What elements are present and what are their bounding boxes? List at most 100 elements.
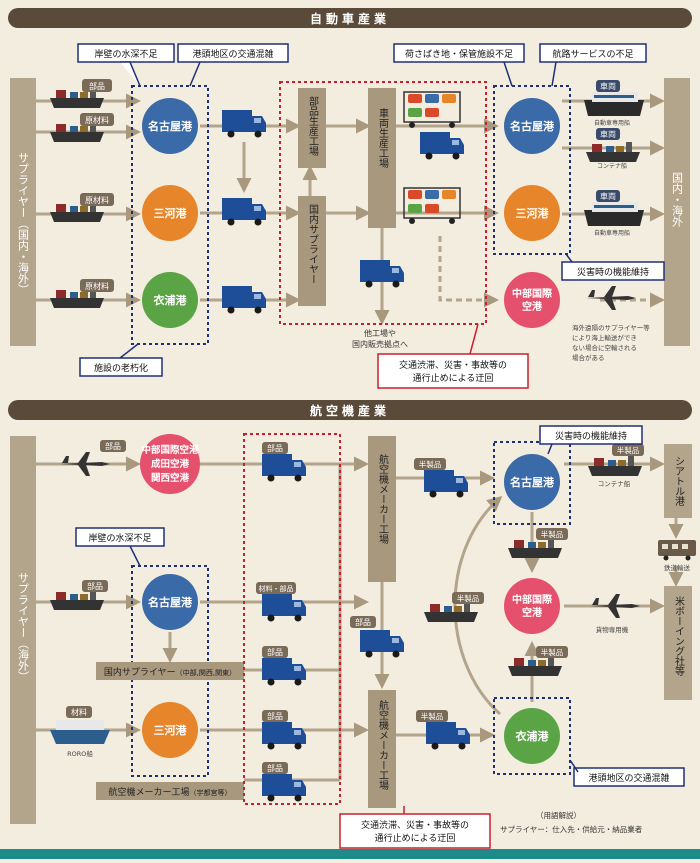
aero-half6-label: 半製品 [421, 711, 444, 721]
aero-supplier-label: サプライヤー（海外） [17, 572, 30, 682]
aero-container-ship: 半製品 コンテナ船 [588, 444, 644, 488]
aero-ship-half5: 半製品 [508, 646, 568, 676]
auto-plant-supplier-label: 国内サプライヤー [307, 204, 319, 284]
aero-maker-bottom-label: 航空機メーカー工場（宇都宮等） [108, 786, 231, 798]
aero-callout-detour-2: 通行止めによる迂回 [375, 832, 456, 844]
auto-port-nagoya: 名古屋港 [142, 98, 198, 154]
aero-plant-upper: 航空機メーカー工場 [368, 436, 396, 582]
auto-port-kinuura: 衣浦港 [142, 272, 198, 328]
auto-callout-disaster: 災害時の機能維持 [561, 253, 665, 281]
aero-port-nagoya: 名古屋港 [142, 574, 198, 630]
aero-rail-caption: 鉄道輸送 [664, 563, 691, 572]
aero-roro-tag: 材料 [71, 707, 87, 717]
auto-callout-depth: 岸壁の水深不足 [77, 43, 175, 87]
aero-half1-label: 半製品 [419, 459, 442, 469]
auto-plant-vehicle: 車両生産工場 [368, 88, 396, 228]
aero-airports-line3: 関西空港 [151, 472, 190, 484]
auto-right-ports-box [493, 85, 571, 255]
auto-air-note-1: 海外遠隔のサプライヤー等 [572, 323, 650, 332]
aero-airport: 中部国際 空港 [504, 578, 560, 634]
legend-title: （用語解説） [536, 810, 581, 820]
aero-port-nagoya-label: 名古屋港 [148, 595, 193, 609]
aero-callout-disaster-text: 災害時の機能維持 [555, 430, 627, 442]
aero-ship-half2: 半製品 [508, 528, 568, 558]
aero-half5-label: 半製品 [541, 647, 564, 657]
auto-cargo-parts-label: 部品 [89, 81, 105, 91]
auto-callout-detour: 交通渋滞、災害・事故等の 通行止めによる迂回 [377, 323, 529, 389]
aero-right-kinuura-label: 衣浦港 [516, 729, 550, 743]
aero-container-caption: コンテナ船 [598, 479, 631, 488]
auto-ship-raw2: 原材料 [50, 193, 114, 222]
auto-air-note-4: 場合がある [572, 353, 605, 362]
aero-callout-congestion: 港頭地区の交通混雑 [569, 759, 685, 787]
auto-callout-yard-text: 荷さばき地・保管施設不足 [405, 48, 513, 60]
aero-maker-bottom: 航空機メーカー工場（宇都宮等） [96, 782, 244, 800]
aero-trucks-box [243, 433, 341, 805]
auto-carship1-tag: 車両 [600, 81, 616, 91]
auto-section: 自動車産業 サプライヤー（国内・海外） 国内・海外 [8, 8, 692, 389]
aero-right-port-kinuura: 衣浦港 [504, 708, 560, 764]
aero-callout-disaster: 災害時の機能維持 [539, 425, 643, 455]
aero-seattle: シアトル港 [664, 444, 692, 518]
auto-callout-detour-1: 交通渋滞、災害・事故等の [399, 359, 507, 371]
auto-callout-aging: 施設の老朽化 [79, 343, 163, 377]
aero-right-kinuura-box [493, 697, 571, 775]
auto-right-port-nagoya: 名古屋港 [504, 98, 560, 154]
auto-other-plants-label-2: 国内販売拠点へ [352, 339, 408, 349]
aero-plant-upper-label: 航空機メーカー工場 [377, 453, 389, 545]
auto-carship-1: 車両 自動車専用船 [584, 80, 644, 127]
aero-freighter-caption: 貨物専用機 [596, 625, 629, 634]
auto-air-note-2: により海上輸送ができ [572, 333, 637, 342]
auto-plant-parts-label: 部品生産工場 [307, 95, 319, 157]
aero-title: 航空機産業 [310, 403, 390, 418]
auto-plant-vehicle-label: 車両生産工場 [377, 107, 389, 169]
aero-truck3-label: 部品 [267, 647, 283, 657]
auto-ship-raw3: 原材料 [50, 279, 114, 308]
auto-callout-congestion: 港頭地区の交通混雑 [177, 43, 289, 87]
aero-port-mikawa-label: 三河港 [154, 723, 188, 737]
airplane-icon [590, 594, 640, 618]
aero-plant-lower-label: 航空機メーカー工場 [377, 699, 389, 791]
auto-ship-parts: 部品 [50, 79, 112, 108]
auto-container-ship: 車両 コンテナ船 [586, 128, 640, 170]
aero-air-parts-label: 部品 [105, 441, 121, 451]
airplane-icon [586, 286, 636, 310]
auto-cargo-raw2-label: 原材料 [85, 195, 109, 205]
aero-half2-label: 半製品 [541, 529, 564, 539]
truck-icon [420, 132, 464, 160]
aero-callout-depth-text: 岸壁の水深不足 [88, 532, 151, 544]
aero-section: 航空機産業 サプライヤー（海外） [8, 400, 696, 849]
aero-domestic-supplier: 国内サプライヤー（中部,関西,関東） [96, 662, 244, 680]
auto-cargo-raw3-label: 原材料 [85, 281, 109, 291]
auto-ports-box [131, 85, 209, 345]
aero-callout-detour: 交通渋滞、災害・事故等の 通行止めによる迂回 [339, 806, 491, 849]
aero-roro-caption: RORO船 [67, 749, 93, 758]
aero-airport-label-2: 空港 [522, 606, 543, 619]
auto-callout-congestion-text: 港頭地区の交通混雑 [192, 48, 273, 60]
aero-ship-parts-label: 部品 [87, 581, 103, 591]
auto-right-port-mikawa: 三河港 [504, 185, 560, 241]
aero-truck5-label: 部品 [267, 763, 283, 773]
auto-port-mikawa: 三河港 [142, 185, 198, 241]
aero-truck1-label: 部品 [267, 443, 283, 453]
train-icon [658, 540, 696, 561]
auto-airport-label-2: 空港 [522, 300, 543, 313]
aero-right-nagoya-box [493, 441, 571, 525]
auto-flow-lines [36, 93, 665, 325]
aero-truck-mid-label: 部品 [355, 617, 371, 627]
auto-callout-route: 航路サービスの不足 [539, 43, 647, 87]
auto-callout-depth-text: 岸壁の水深不足 [94, 48, 157, 60]
truck-icon [222, 286, 266, 314]
ship-icon [50, 590, 104, 610]
aero-boeing-label: 米ボーイング社等 [673, 595, 685, 676]
aero-callout-congestion-text: 港頭地区の交通混雑 [588, 772, 669, 784]
aero-right-nagoya-label: 名古屋港 [510, 475, 555, 489]
auto-title: 自動車産業 [310, 11, 390, 26]
auto-callout-route-text: 航路サービスの不足 [552, 48, 633, 60]
aero-seattle-label: シアトル港 [673, 456, 685, 506]
aero-port-mikawa: 三河港 [142, 702, 198, 758]
aero-half-truck-2: 半製品 [416, 710, 470, 750]
auto-right-nagoya-label: 名古屋港 [510, 119, 555, 133]
auto-carship2-caption: 自動車専用船 [594, 229, 630, 237]
